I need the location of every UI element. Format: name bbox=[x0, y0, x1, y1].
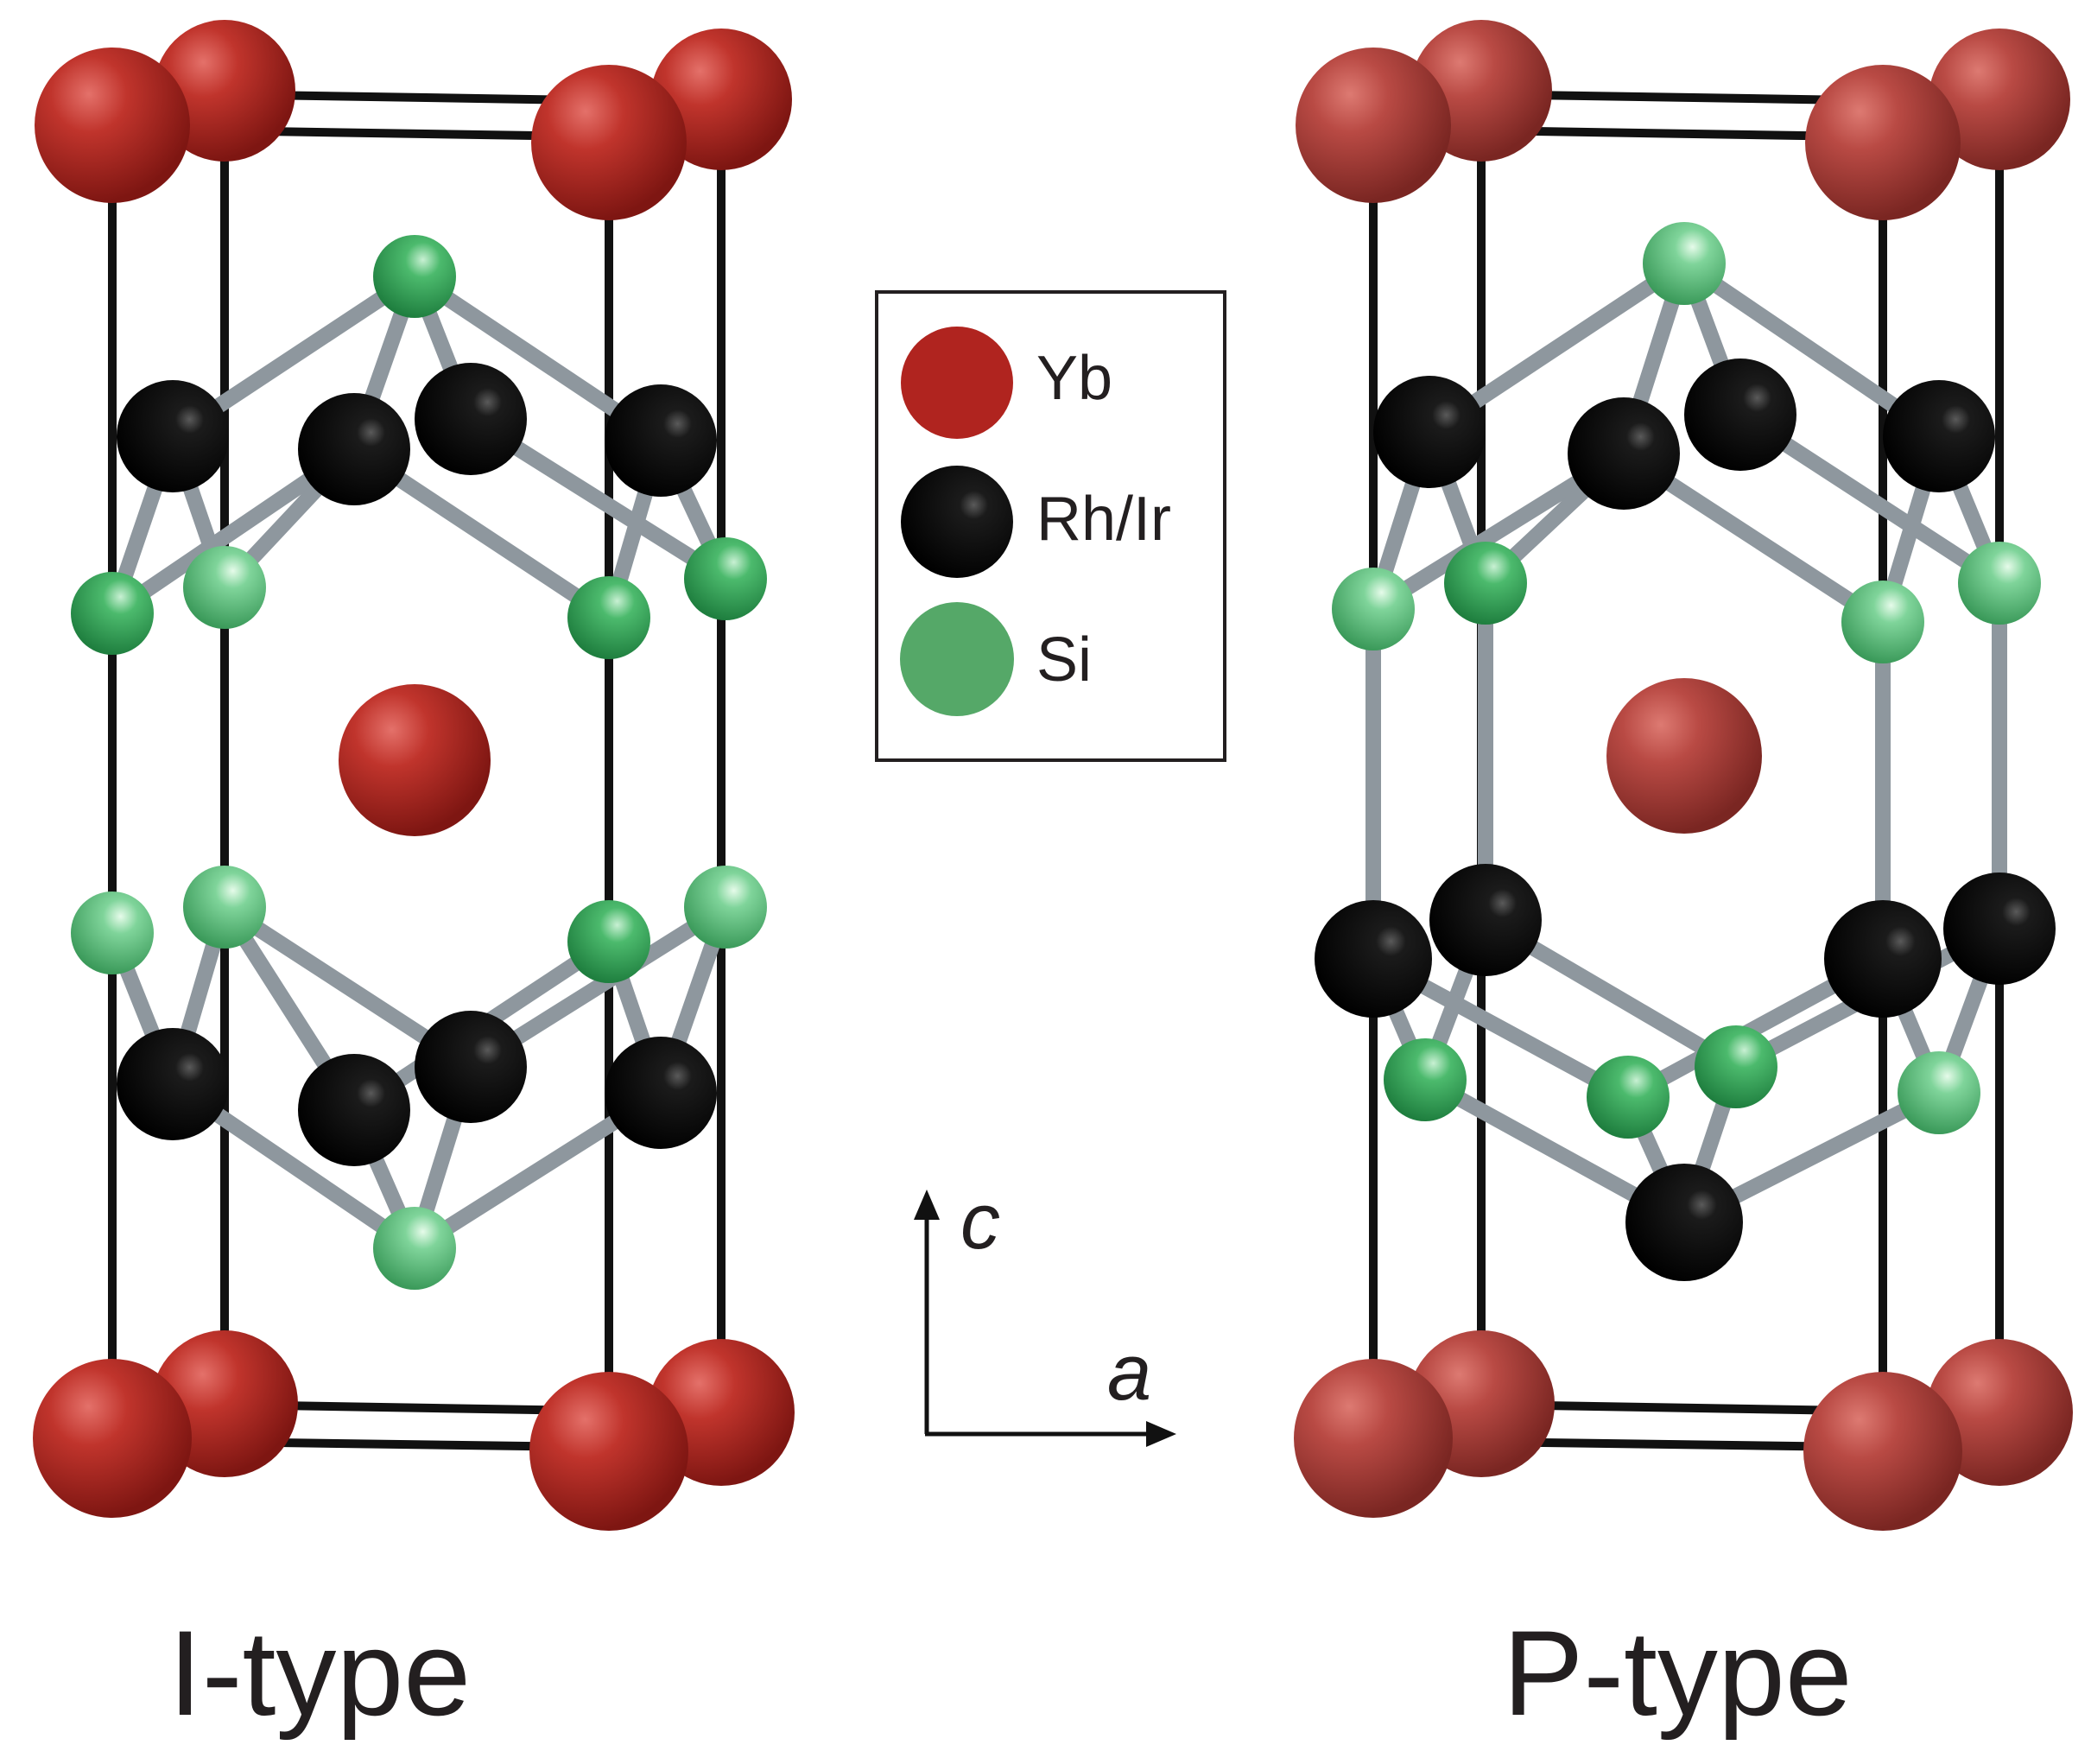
c-axis-arrowhead bbox=[914, 1190, 940, 1220]
axis-indicator: c a bbox=[914, 1177, 1176, 1447]
p-type-label: P-type bbox=[1503, 1605, 1853, 1741]
legend-rh-ir-swatch bbox=[901, 466, 1013, 578]
a-axis-label: a bbox=[1107, 1329, 1151, 1417]
i-type-si-atoms bbox=[71, 235, 767, 1290]
legend-item-si: Si bbox=[900, 602, 1092, 716]
i-type-label: I-type bbox=[168, 1605, 471, 1741]
legend-rh-ir-label: Rh/Ir bbox=[1036, 485, 1171, 554]
p-type-structure bbox=[1294, 20, 2073, 1531]
legend-yb-label: Yb bbox=[1036, 344, 1112, 413]
legend-item-rh-ir: Rh/Ir bbox=[901, 466, 1171, 578]
legend-si-swatch bbox=[900, 602, 1014, 716]
p-type-yb-atoms bbox=[1294, 20, 2073, 1531]
i-type-rh-ir-atoms bbox=[117, 363, 717, 1166]
p-type-rh-ir-atoms bbox=[1315, 359, 2056, 1281]
legend: Yb Rh/Ir Si bbox=[875, 290, 1226, 762]
i-type-structure bbox=[33, 20, 795, 1531]
c-axis-label: c bbox=[960, 1177, 1000, 1266]
a-axis-arrowhead bbox=[1146, 1421, 1176, 1447]
legend-yb-swatch bbox=[901, 327, 1013, 439]
i-type-yb-atoms bbox=[33, 20, 795, 1531]
legend-si-label: Si bbox=[1036, 625, 1092, 695]
p-type-si-atoms bbox=[1332, 222, 2041, 1139]
legend-item-yb: Yb bbox=[901, 327, 1112, 439]
